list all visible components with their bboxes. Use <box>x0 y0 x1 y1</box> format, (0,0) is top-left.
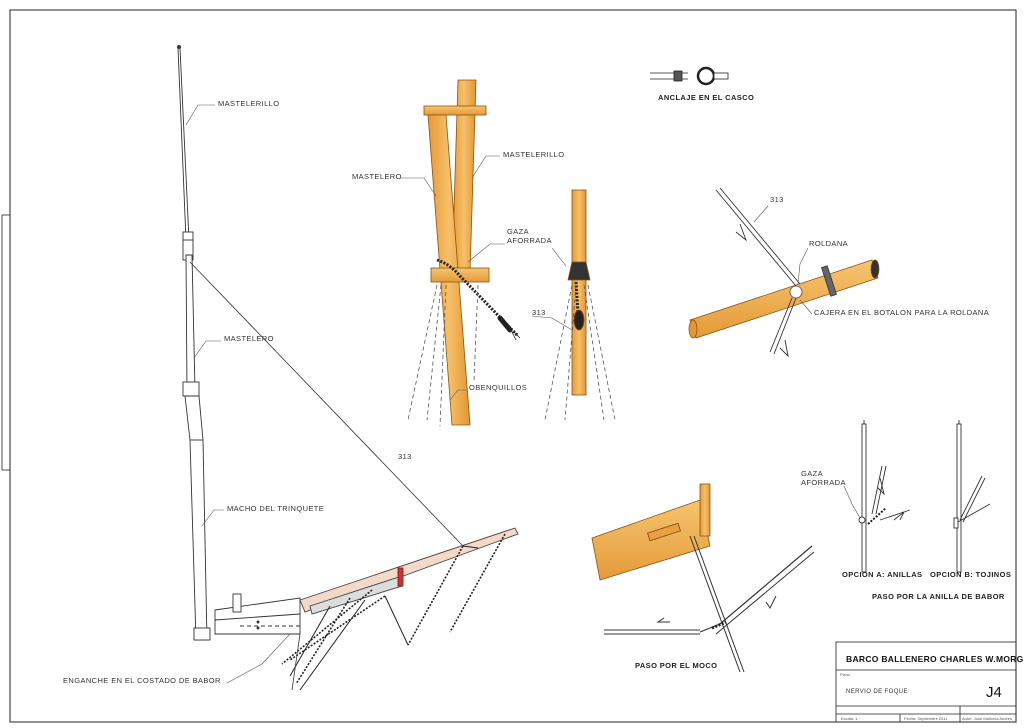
option-a-drawing <box>858 420 911 573</box>
title-block-fecha: Fecha: Septiembre 2011 <box>904 716 948 721</box>
label-opcion-b: OPCION B: TOJINOS <box>930 570 1012 579</box>
sheave-detail-drawing <box>688 187 880 358</box>
label-obenquillos: OBENQUILLOS <box>469 383 528 392</box>
label-mastelero-detail: MASTELERO <box>352 172 402 181</box>
label-cajera: CAJERA EN EL BOTALON PARA LA ROLDANA <box>814 308 990 317</box>
title-block-escala: Escala: 1:·· <box>841 716 862 721</box>
title-block-frame <box>835 641 1017 723</box>
label-enganche: ENGANCHE EN EL COSTADO DE BABOR <box>63 676 221 685</box>
option-leaders <box>843 485 861 519</box>
label-macho-trinquete: MACHO DEL TRINQUETE <box>227 504 325 513</box>
anchor-fitting-drawing <box>650 66 729 86</box>
option-b-drawing <box>953 420 991 573</box>
label-gaza-aforrada-options: GAZA AFORRADA <box>801 469 846 487</box>
label-paso-moco: PASO POR EL MOCO <box>635 661 718 670</box>
sheave-leaders <box>753 205 813 315</box>
title-block-title: BARCO BALLENERO CHARLES W.MORGAN <box>846 654 1024 664</box>
left-leaders <box>185 104 291 684</box>
label-rope-313: 313 <box>398 452 412 461</box>
label-opcion-a: OPCION A: ANILLAS <box>842 570 923 579</box>
label-roldana: ROLDANA <box>809 239 849 248</box>
label-paso-anilla: PASO POR LA ANILLA DE BABOR <box>872 592 1005 601</box>
masthead-detail-drawing <box>407 79 521 427</box>
title-block-plano-label: Plano <box>840 672 851 677</box>
detail-leaders <box>400 155 573 401</box>
label-anclaje-casco: ANCLAJE EN EL CASCO <box>658 93 755 102</box>
dolphin-striker-detail <box>591 483 815 673</box>
title-block-sheet-code: J4 <box>986 684 1002 701</box>
title-block-plano-name: NERVIO DE FOQUE <box>846 689 908 695</box>
label-mastelero: MASTELERO <box>224 334 274 343</box>
title-block-autor: Autor: Jose Mallorca Andres <box>962 716 1013 721</box>
label-mastelerillo-detail: MASTELERILLO <box>503 150 565 159</box>
label-rope-313-roldana: 313 <box>770 195 784 204</box>
label-gaza-aforrada-detail: GAZA AFORRADA <box>507 227 552 245</box>
label-rope-313-detail: 313 <box>532 308 546 317</box>
fore-mast-drawing <box>177 45 519 691</box>
label-mastelerillo: MASTELERILLO <box>218 99 280 108</box>
mast-side-detail <box>544 189 616 421</box>
sheet-border <box>9 9 1017 723</box>
